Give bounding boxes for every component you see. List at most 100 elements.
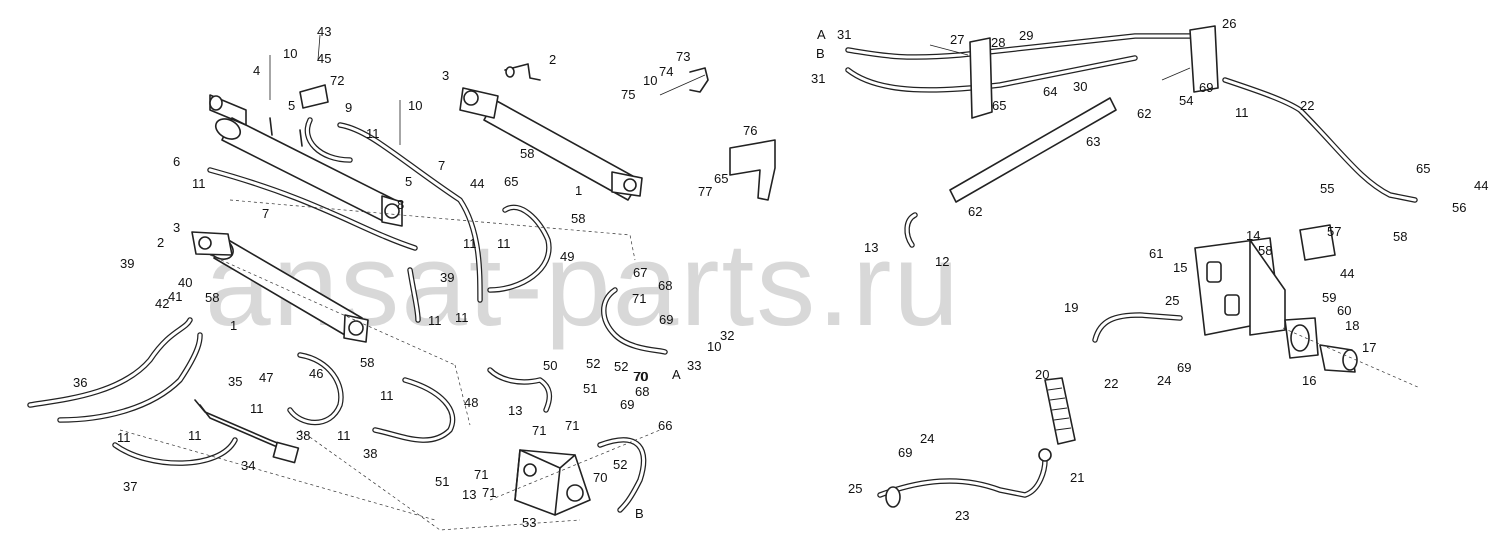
callout-1: 1 xyxy=(575,183,582,198)
callout-27: 27 xyxy=(950,32,964,47)
callout-30: 30 xyxy=(1073,79,1087,94)
callout-31: 31 xyxy=(811,71,825,86)
pump-assembly xyxy=(1194,224,1358,373)
callout-6: 6 xyxy=(173,154,180,169)
callout-10: 10 xyxy=(707,339,721,354)
callout-11: 11 xyxy=(463,236,477,251)
callout-8: 8 xyxy=(397,197,404,212)
callout-75: 75 xyxy=(621,87,635,102)
callout-70: 70 xyxy=(633,369,647,384)
callout-B: B xyxy=(816,46,825,61)
callout-59: 59 xyxy=(1322,290,1336,305)
callout-15: 15 xyxy=(1173,260,1187,275)
callout-7: 7 xyxy=(438,158,445,173)
callout-48: 48 xyxy=(464,395,478,410)
callout-2: 2 xyxy=(549,52,556,67)
callout-38: 38 xyxy=(363,446,377,461)
callout-65: 65 xyxy=(992,98,1006,113)
callout-11: 11 xyxy=(1235,105,1249,120)
callout-11: 11 xyxy=(497,236,511,251)
callout-25: 25 xyxy=(848,481,862,496)
callout-32: 32 xyxy=(720,328,734,343)
callout-35: 35 xyxy=(228,374,242,389)
callout-10: 10 xyxy=(283,46,297,61)
callout-13: 13 xyxy=(508,403,522,418)
callout-69: 69 xyxy=(620,397,634,412)
callout-A: A xyxy=(817,27,826,42)
callout-22: 22 xyxy=(1300,98,1314,113)
callout-19: 19 xyxy=(1064,300,1078,315)
callout-64: 64 xyxy=(1043,84,1057,99)
callout-70: 70 xyxy=(593,470,607,485)
callout-65: 65 xyxy=(714,171,728,186)
callout-11: 11 xyxy=(428,313,442,328)
brackets-misc xyxy=(299,67,776,201)
callout-61: 61 xyxy=(1149,246,1163,261)
callout-60: 60 xyxy=(1337,303,1351,318)
callout-11: 11 xyxy=(192,176,206,191)
callout-58: 58 xyxy=(360,355,374,370)
callout-33: 33 xyxy=(687,358,701,373)
callout-52: 52 xyxy=(586,356,600,371)
callout-62: 62 xyxy=(968,204,982,219)
callout-71: 71 xyxy=(474,467,488,482)
callout-49: 49 xyxy=(560,249,574,264)
callout-12: 12 xyxy=(935,254,949,269)
callout-11: 11 xyxy=(380,388,394,403)
pipes-right-top xyxy=(845,25,1418,203)
callout-38: 38 xyxy=(296,428,310,443)
leader-lines-left xyxy=(119,34,661,531)
hoses-left-assembly xyxy=(27,117,668,513)
callout-65: 65 xyxy=(1416,161,1430,176)
callout-45: 45 xyxy=(317,51,331,66)
leader-lines-right xyxy=(929,44,1421,389)
callout-58: 58 xyxy=(1258,243,1272,258)
callout-24: 24 xyxy=(1157,373,1171,388)
callout-54: 54 xyxy=(1179,93,1193,108)
callout-labels: 43 10 45 4 72 5 9 10 11 6 11 7 5 8 7 3 2… xyxy=(73,16,1488,530)
callout-14: 14 xyxy=(1246,228,1260,243)
callout-51: 51 xyxy=(435,474,449,489)
callout-11: 11 xyxy=(117,430,131,445)
callout-26: 26 xyxy=(1222,16,1236,31)
callout-44: 44 xyxy=(470,176,484,191)
callout-11: 11 xyxy=(366,126,380,141)
callout-41: 41 xyxy=(168,289,182,304)
tube-63 xyxy=(949,97,1117,203)
callout-69: 69 xyxy=(898,445,912,460)
callout-39: 39 xyxy=(120,256,134,271)
callout-74: 74 xyxy=(659,64,673,79)
callout-68: 68 xyxy=(658,278,672,293)
callout-71: 71 xyxy=(632,291,646,306)
callout-52: 52 xyxy=(613,457,627,472)
callout-37: 37 xyxy=(123,479,137,494)
callout-5: 5 xyxy=(288,98,295,113)
callout-58: 58 xyxy=(571,211,585,226)
callout-71: 71 xyxy=(565,418,579,433)
callout-23: 23 xyxy=(955,508,969,523)
callout-B: B xyxy=(635,506,644,521)
callout-63: 63 xyxy=(1086,134,1100,149)
callout-11: 11 xyxy=(250,401,264,416)
callout-73: 73 xyxy=(676,49,690,64)
callout-69: 69 xyxy=(1199,80,1213,95)
pipes-right-lower xyxy=(877,212,1183,508)
callout-71: 71 xyxy=(482,485,496,500)
callout-77: 77 xyxy=(698,184,712,199)
callout-39: 39 xyxy=(440,270,454,285)
callout-55: 55 xyxy=(1320,181,1334,196)
callout-67: 67 xyxy=(633,265,647,280)
callout-66: 66 xyxy=(658,418,672,433)
callout-76: 76 xyxy=(743,123,757,138)
valve-block xyxy=(514,449,591,516)
callout-58: 58 xyxy=(1393,229,1407,244)
callout-21: 21 xyxy=(1070,470,1084,485)
callout-57: 57 xyxy=(1327,224,1341,239)
callout-72: 72 xyxy=(330,73,344,88)
callout-24: 24 xyxy=(920,431,934,446)
callout-11: 11 xyxy=(455,310,469,325)
callout-1: 1 xyxy=(230,318,237,333)
callout-5: 5 xyxy=(405,174,412,189)
cylinder-upper-right xyxy=(459,63,643,201)
